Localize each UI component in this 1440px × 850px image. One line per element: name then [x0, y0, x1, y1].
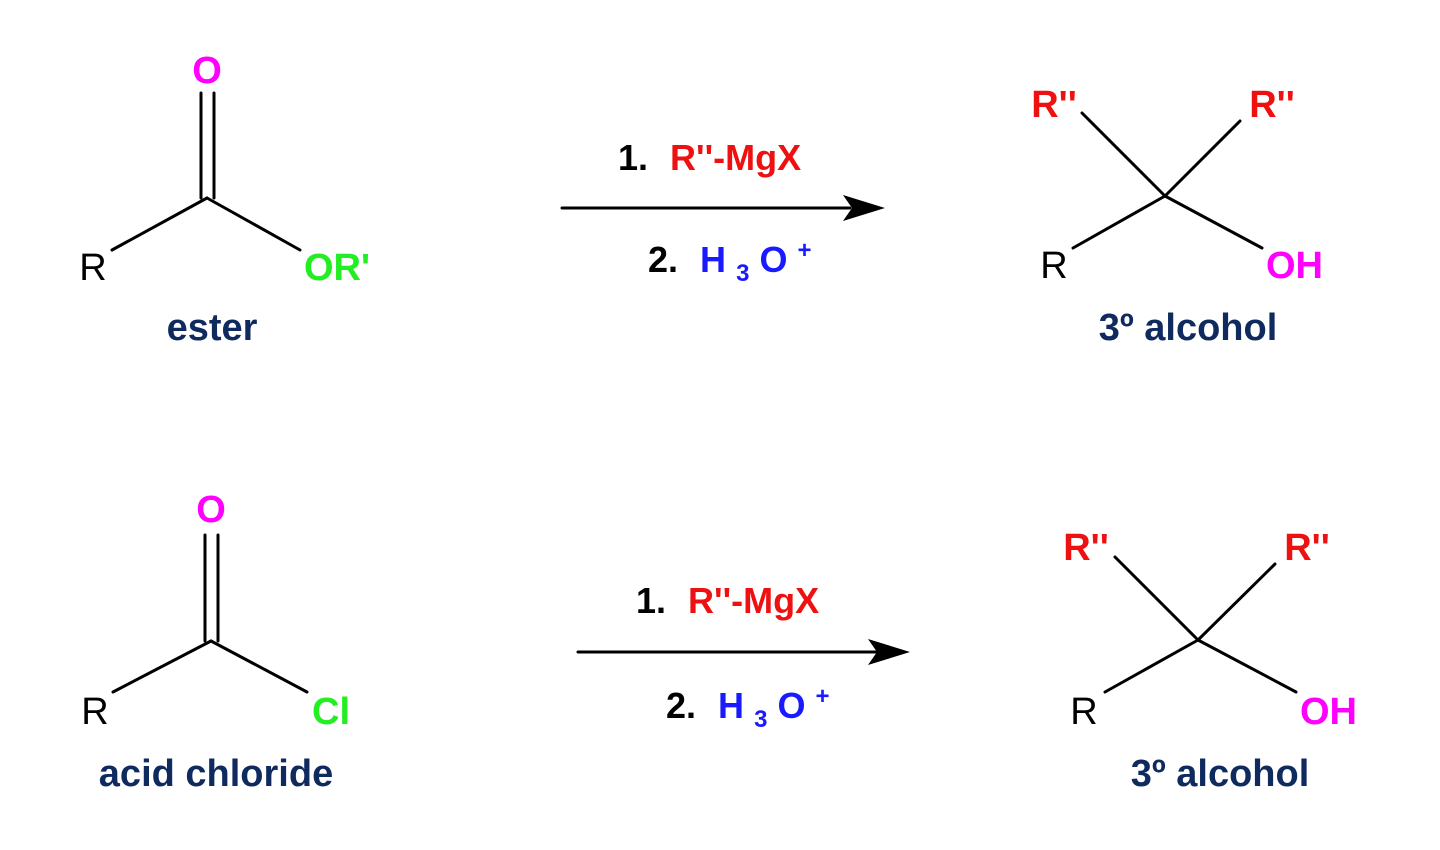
acyl-chlorine: Cl [312, 691, 350, 733]
product2-bond-upper-right [1196, 562, 1277, 642]
product1-bond-upper-left [1080, 111, 1167, 198]
ester-condition-step2: 2. H 3 O + [648, 237, 811, 289]
product1-name-label: 3º alcohol [1099, 307, 1278, 349]
ester-condition-step1: 1. R''-MgX [618, 137, 801, 178]
acyl-carbonyl-oxygen: O [196, 489, 226, 531]
product2-hydroxyl: OH [1300, 691, 1357, 733]
ester-or-bond [205, 196, 302, 252]
acyl-r-group: R [81, 691, 108, 733]
ester-hydronium-subscript: 3 [736, 260, 749, 287]
product1-hydroxyl: OH [1266, 245, 1323, 287]
acid-chloride-name-label: acid chloride [99, 753, 333, 795]
acyl-cl-bond [209, 639, 309, 694]
ester-structure: O R OR' [79, 50, 370, 289]
product1-bond-lower-left [1071, 194, 1167, 250]
product1-r-group: R [1040, 245, 1067, 287]
acid-chloride-structure: O R Cl [81, 489, 350, 733]
acyl-arrow-head [868, 639, 910, 665]
product2-r-group: R [1070, 691, 1097, 733]
reaction-ester: O R OR' ester 1. R''-MgX 2. H 3 O + R'' … [79, 50, 1323, 349]
acyl-condition-step1: 1. R''-MgX [636, 580, 819, 621]
ester-product-structure: R'' R'' R OH [1031, 84, 1323, 287]
ester-arrow-head [843, 195, 885, 221]
ester-hydronium-charge: + [797, 237, 811, 264]
acyl-product-structure: R'' R'' R OH [1063, 527, 1357, 733]
product1-r-double-prime-left: R'' [1031, 84, 1077, 126]
product2-bond-lower-right [1196, 638, 1298, 694]
acid-chloride-reaction-arrow [576, 639, 910, 665]
reaction-acid-chloride: O R Cl acid chloride 1. R''-MgX 2. H 3 O… [81, 489, 1357, 795]
ester-hydronium-o: O [759, 239, 787, 280]
acyl-step1-number: 1. [636, 580, 666, 621]
acyl-hydronium-h: H [718, 685, 744, 726]
product1-bond-upper-right [1163, 119, 1242, 198]
product2-r-double-prime-left: R'' [1063, 527, 1109, 569]
acyl-hydronium-charge: + [815, 683, 829, 710]
ester-hydronium-h: H [700, 239, 726, 280]
product2-bond-lower-left [1103, 638, 1200, 694]
product2-name-label: 3º alcohol [1131, 753, 1310, 795]
ester-r-bond [110, 196, 209, 252]
ester-reaction-arrow [560, 195, 885, 221]
product1-bond-lower-right [1163, 194, 1264, 250]
product1-r-double-prime-right: R'' [1249, 84, 1295, 126]
product2-bond-upper-left [1113, 555, 1200, 642]
ester-step2-number: 2. [648, 239, 678, 280]
acyl-step2-number: 2. [666, 685, 696, 726]
ester-name-label: ester [167, 307, 258, 349]
ester-carbonyl-oxygen: O [192, 50, 222, 92]
ester-step1-number: 1. [618, 137, 648, 178]
acyl-hydronium-subscript: 3 [754, 706, 767, 733]
acyl-condition-step2: 2. H 3 O + [666, 683, 829, 735]
ester-leaving-group: OR' [304, 247, 370, 289]
product2-r-double-prime-right: R'' [1284, 527, 1330, 569]
ester-r-group: R [79, 247, 106, 289]
acyl-r-bond [111, 639, 213, 694]
acyl-grignard-reagent: R''-MgX [688, 580, 819, 621]
acyl-hydronium-o: O [777, 685, 805, 726]
ester-grignard-reagent: R''-MgX [670, 137, 801, 178]
